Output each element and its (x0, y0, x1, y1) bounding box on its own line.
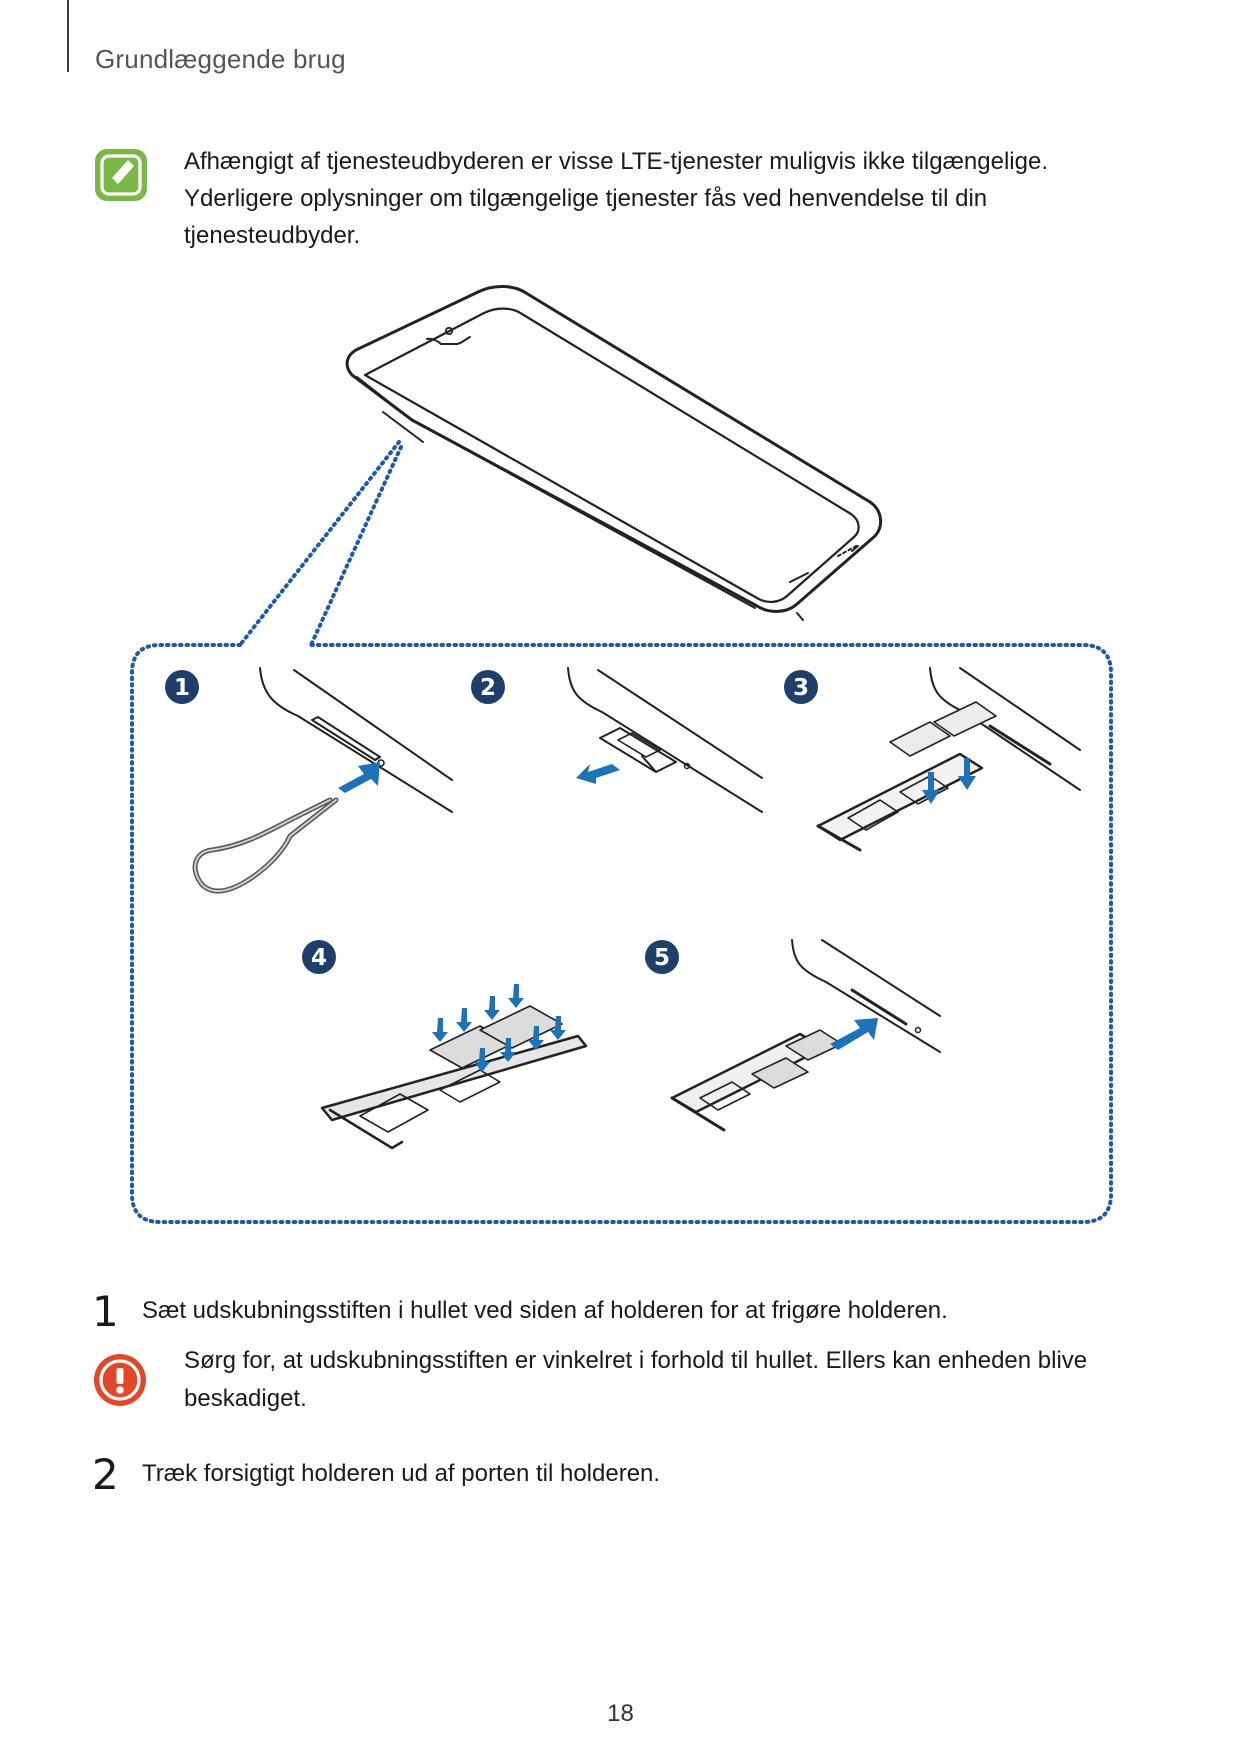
marker-1: 1 (165, 670, 199, 704)
sim-tray-illustration: 1 2 3 4 5 (130, 285, 1113, 1224)
insert-arrow-1 (338, 762, 380, 793)
marker-3: 3 (784, 670, 818, 704)
caution-text: Sørg for, at udskubningsstiften er vinke… (184, 1347, 1088, 1412)
marker-2: 2 (471, 670, 505, 704)
page-number: 18 (607, 1700, 634, 1727)
step-number: 2 (92, 1450, 119, 1499)
panel-5-insert-tray (670, 939, 941, 1132)
header-rule (67, 0, 69, 72)
step-markers: 1 2 3 4 5 (165, 670, 818, 974)
step-text: Træk forsigtigt holderen ud af porten ti… (142, 1460, 661, 1487)
section-title: Grundlæggende brug (95, 44, 346, 74)
panel-3-arrows (922, 758, 976, 804)
caution-exclamation-icon (94, 1354, 146, 1406)
svg-text:4: 4 (311, 945, 327, 971)
phone-drawing (345, 285, 883, 621)
marker-4: 4 (302, 940, 336, 974)
svg-text:1: 1 (174, 675, 190, 701)
panel-4-arrows (432, 984, 566, 1072)
insert-arrow-5 (830, 1018, 878, 1050)
callout-frame (130, 440, 1113, 1224)
panel-2-pull-tray (567, 667, 763, 813)
marker-5: 5 (645, 940, 679, 974)
note-pencil-icon (95, 149, 147, 201)
pull-arrow-2 (576, 764, 620, 784)
svg-text:5: 5 (654, 945, 670, 971)
step-text: Sæt udskubningsstiften i hullet ved side… (142, 1297, 948, 1324)
svg-text:2: 2 (480, 675, 496, 701)
svg-text:3: 3 (793, 675, 809, 701)
note-text: Afhængigt af tjenesteudbyderen er visse … (184, 148, 1048, 249)
panel-4-cards-in-tray (320, 1005, 588, 1150)
panel-3-place-cards (816, 667, 1081, 852)
panel-1-eject-pin (192, 667, 453, 894)
step-number: 1 (92, 1287, 119, 1336)
